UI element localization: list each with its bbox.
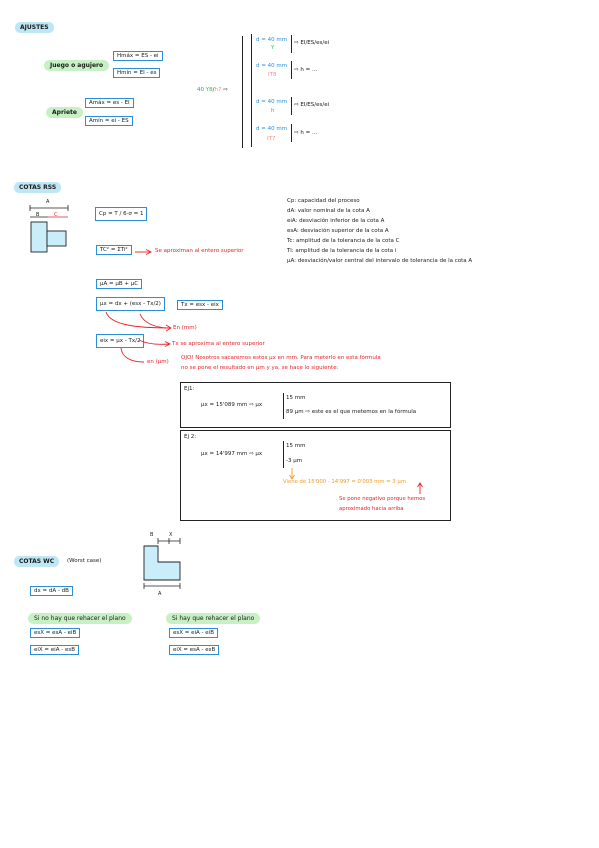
r1-brace: [291, 35, 292, 53]
def-line: μA: desviación/valor central del interva…: [287, 258, 473, 264]
r1-result: ⇨ EI/ES/es/ei: [294, 40, 330, 46]
rss-tag: COTAS RSS: [14, 182, 62, 193]
en-um-arrow-icon: [120, 347, 145, 363]
r4-diameter: d = 40 mm: [256, 126, 288, 132]
apriete-label: Apriete: [46, 107, 83, 118]
mux-curve-arrows: [105, 311, 172, 332]
eix-formula-1: eiX = eiA - esB: [30, 645, 79, 655]
ej2-note-1: Se pone negativo porque hemos: [339, 496, 426, 502]
no-rehacer-label: Si no hay que rehacer el plano: [28, 613, 132, 624]
ej2-value-2: -3 μm: [286, 458, 303, 464]
ej1-equation: μx = 15'089 mm ⇨ μx: [201, 402, 263, 408]
ej2-equation: μx = 14'997 mm ⇨ μx: [201, 451, 263, 457]
fit-designation: 40 Y8/h7 ⇨: [197, 87, 228, 93]
eix-formula-2: eiX = esA - esB: [169, 645, 220, 655]
example-1-box: [180, 382, 451, 428]
tc-formula: TC² = ΣTi²: [96, 245, 132, 255]
esx-formula-1: esX = esA - eiB: [30, 628, 81, 638]
cp-formula: Cp = T / 6·σ = 1: [95, 207, 148, 221]
tx-formula: Tx = esx - eix: [177, 300, 223, 310]
def-line: Cp: capacidad del proceso: [287, 198, 360, 204]
ej1-label: Ej1:: [184, 386, 195, 392]
r2-tol: IT8: [268, 72, 277, 78]
rss-label-a: A: [46, 199, 50, 205]
r4-result: ⇨ h = ...: [294, 130, 318, 136]
worst-case-label: (Worst case): [67, 558, 102, 564]
ej1-value-2: 89 μm ⇨ este es el que metemos en la fór…: [286, 409, 417, 415]
mu-sum-formula: μA = μB + μC: [96, 279, 143, 289]
hmin-formula: Hmín = EI - es: [113, 68, 161, 78]
wc-label-b: B: [150, 532, 154, 538]
def-line: Ti: amplitud de la tolerancia de la cota…: [287, 248, 397, 254]
juego-label: Juego o agujero: [44, 60, 110, 71]
def-line: eiA: desviación inferior de la cota A: [287, 218, 385, 224]
dx-formula: dx = dA - dB: [30, 586, 73, 596]
fit-hole-tol: Y8: [205, 87, 213, 93]
def-line: Tc: amplitud de la tolerancia de la cota…: [287, 238, 400, 244]
ej2-brace: [283, 441, 284, 468]
r3-brace: [291, 97, 292, 115]
tc-note: Se aproximan al entero superior: [155, 248, 244, 254]
r4-tol: IT7: [267, 136, 276, 142]
eix-arrow-icon: [138, 339, 172, 347]
wc-label-x: X: [169, 532, 173, 538]
ej2-calc: Viene de 15'000 - 14'997 = 0'003 mm = 3 …: [283, 479, 406, 485]
ej2-label: Ej 2:: [184, 434, 197, 440]
r2-brace: [291, 61, 292, 79]
amax-formula: Amáx = es - EI: [85, 98, 134, 108]
ej2-value-1: 15 mm: [286, 443, 306, 449]
hmax-formula: Hmáx = ES - ei: [113, 51, 163, 61]
rehacer-label: Si hay que rehacer el plano: [166, 613, 261, 624]
brace-outer-2: [251, 34, 253, 147]
ajustes-tag: AJUSTES: [15, 22, 54, 33]
wc-part-diagram: [143, 538, 181, 589]
def-line: esA: desviación superior de la cota A: [287, 228, 389, 234]
en-mm-note: En (mm): [173, 325, 197, 331]
example-2-box: [180, 430, 451, 521]
wc-tag: COTAS WC: [14, 556, 60, 567]
def-line: dA: valor nominal de la cota A: [287, 208, 370, 214]
rss-label-c: C: [54, 212, 58, 218]
en-um-note: en (μm): [147, 359, 169, 365]
rss-part-diagram: [29, 205, 69, 253]
r3-result: ⇨ EI/ES/es/ei: [294, 102, 330, 108]
r3-tol: h: [271, 108, 275, 114]
ej1-brace: [283, 393, 284, 419]
esx-formula-2: esX = eiA - eiB: [169, 628, 218, 638]
tc-arrow-icon: [135, 249, 153, 255]
mux-formula: μx = dx + (esx - Tx/2): [96, 297, 165, 311]
r1-tol: Y: [271, 45, 275, 51]
r2-result: ⇨ h = ...: [294, 67, 318, 73]
eix-formula: eix = μx - Tx/2: [96, 334, 145, 348]
ojo-line-2: no se pone el resultado en μm y ya, se h…: [181, 365, 339, 371]
r2-diameter: d = 40 mm: [256, 63, 288, 69]
ojo-line-1: OJO! Nosotros sacaremos estos μx en mm. …: [181, 355, 381, 361]
ej2-down-arrow-icon: [289, 468, 295, 480]
brace-outer-1: [242, 36, 244, 148]
amin-formula: Amín = ei - ES: [85, 116, 133, 126]
fit-shaft-tol: h7: [214, 87, 222, 93]
ej2-note-2: aproximado hacia arriba: [339, 506, 404, 512]
r4-brace: [291, 124, 292, 142]
r3-diameter: d = 40 mm: [256, 99, 288, 105]
wc-label-a: A: [158, 591, 162, 597]
rss-label-b: B: [36, 212, 40, 218]
r1-diameter: d = 40 mm: [256, 37, 288, 43]
ej1-value-1: 15 mm: [286, 395, 306, 401]
ej2-up-arrow-icon: [417, 482, 423, 494]
tx-note: Tx se aproxima al entero superior: [172, 341, 265, 347]
